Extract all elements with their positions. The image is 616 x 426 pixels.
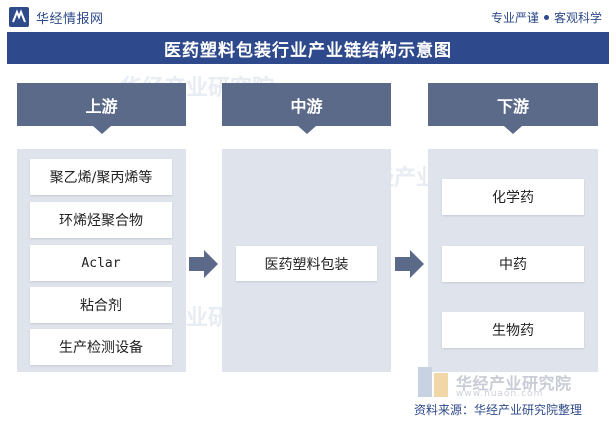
slogan-left: 专业严谨	[490, 11, 539, 25]
brand-logo-icon	[9, 7, 29, 27]
upstream-panel: 聚乙烯/聚丙烯等 环烯烃聚合物 Aclar 粘合剂 生产检测设备	[17, 149, 186, 372]
arrow-right-icon	[395, 250, 424, 278]
upstream-item: 生产检测设备	[30, 329, 172, 365]
upstream-item: 粘合剂	[30, 287, 172, 323]
upstream-header: 上游	[17, 83, 186, 134]
slogan: 专业严谨 客观科学	[491, 9, 602, 26]
footer-brand: 华经产业研究院	[418, 367, 572, 397]
upstream-item: 环烯烃聚合物	[30, 202, 172, 238]
brand-header: 华经情报网	[8, 6, 104, 28]
downstream-header: 下游	[428, 83, 598, 134]
midstream-panel: 医药塑料包装	[222, 149, 391, 372]
upstream-item: Aclar	[30, 245, 172, 281]
downstream-item: 中药	[442, 246, 584, 282]
slogan-right: 客观科学	[553, 11, 602, 25]
dot-separator-icon	[543, 15, 549, 20]
downstream-item: 化学药	[442, 179, 584, 215]
brand-logo-icon	[418, 367, 448, 397]
upstream-item: 聚乙烯/聚丙烯等	[30, 159, 172, 195]
footer-brand-name: 华经产业研究院	[456, 374, 572, 393]
footer-url: www.huaon.com	[456, 389, 544, 399]
downstream-panel: 化学药 中药 生物药	[428, 149, 598, 372]
source-note: 资料来源：华经产业研究院整理	[414, 403, 583, 417]
title-bar: 医药塑料包装行业产业链结构示意图	[7, 32, 609, 64]
midstream-header: 中游	[222, 83, 391, 134]
downstream-item: 生物药	[442, 312, 584, 348]
midstream-item: 医药塑料包装	[236, 246, 377, 281]
page-title: 医药塑料包装行业产业链结构示意图	[164, 40, 452, 61]
arrow-right-icon	[189, 250, 218, 278]
brand-name: 华经情报网	[36, 11, 104, 27]
